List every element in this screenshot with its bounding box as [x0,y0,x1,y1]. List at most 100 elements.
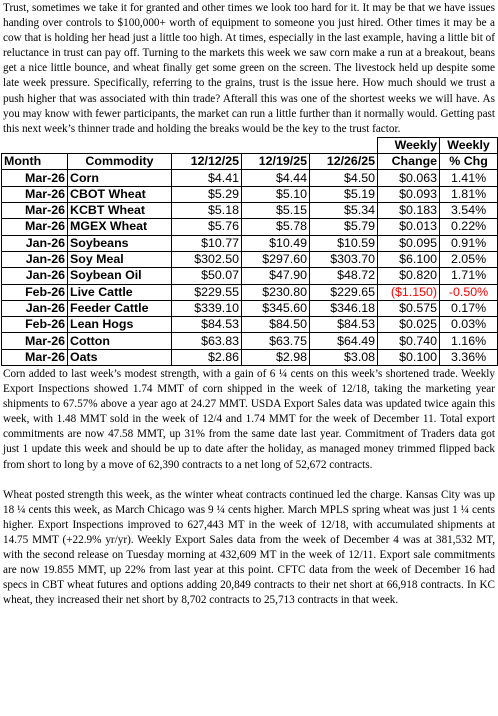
price-cell-3: $4.50 [308,169,379,187]
header-date-1: 12/12/25 [171,153,242,171]
change-cell: $0.575 [377,299,441,318]
commodity-cell: MGEX Wheat [67,218,172,236]
intro-paragraph: Trust, sometimes we take it for granted … [3,2,495,135]
price-cell-3: $229.65 [308,283,379,301]
month-cell: Jan-26 [1,267,68,285]
commodity-cell: Soy Meal [67,250,172,269]
table-header-row: Month Commodity 12/12/25 12/19/25 12/26/… [1,153,498,171]
price-cell-2: $230.80 [241,283,310,301]
header-weekly-change: Weekly [377,136,441,154]
price-cell-3: $346.18 [308,299,379,318]
change-cell: ($1.150) [377,283,441,301]
price-cell-1: $50.07 [171,267,242,285]
price-cell-2: $2.98 [241,348,310,367]
price-cell-2: $5.78 [241,218,310,236]
pct-change-cell: 1.71% [439,267,498,285]
price-cell-3: $3.08 [308,348,379,367]
commodity-cell: Oats [67,348,172,367]
price-cell-2: $63.75 [241,332,310,350]
month-cell: Mar-26 [1,169,68,187]
price-cell-3: $10.59 [308,234,379,252]
price-cell-2: $297.60 [241,250,310,269]
commodity-cell: Corn [67,169,172,187]
commodity-cell: Cotton [67,332,172,350]
month-cell: Feb-26 [1,316,68,334]
price-cell-2: $47.90 [241,267,310,285]
pct-change-cell: 3.54% [439,202,498,220]
price-cell-3: $84.53 [308,316,379,334]
change-cell: $0.740 [377,332,441,350]
month-cell: Jan-26 [1,234,68,252]
market-table: Weekly Weekly Month Commodity 12/12/25 1… [1,136,498,367]
commodity-cell: Live Cattle [67,283,172,301]
commodity-cell: Feeder Cattle [67,299,172,318]
price-cell-1: $4.41 [171,169,242,187]
wheat-paragraph: Wheat posted strength this week, as the … [3,488,495,607]
header-pct-chg: % Chg [439,153,498,171]
table-header-top-row: Weekly Weekly [2,136,498,154]
month-cell: Mar-26 [1,218,68,236]
header-date-2: 12/19/25 [241,153,310,171]
price-cell-1: $302.50 [171,250,242,269]
month-cell: Jan-26 [1,250,68,269]
month-cell: Mar-26 [1,332,68,350]
month-cell: Jan-26 [1,299,68,318]
month-cell: Feb-26 [1,283,68,301]
price-cell-2: $5.15 [241,202,310,220]
corn-paragraph: Corn added to last week’s modest strengt… [3,368,495,471]
pct-change-cell: -0.50% [439,283,498,301]
commodity-cell: KCBT Wheat [67,202,172,220]
commodity-cell: Soybean Oil [67,267,172,285]
header-commodity: Commodity [67,153,172,171]
pct-change-cell: 1.81% [439,185,498,204]
price-cell-1: $10.77 [171,234,242,252]
change-cell: $0.025 [377,316,441,334]
price-cell-1: $5.18 [171,202,242,220]
pct-change-cell: 3.36% [439,348,498,367]
price-cell-1: $339.10 [171,299,242,318]
price-cell-3: $5.19 [308,185,379,204]
commodity-cell: CBOT Wheat [67,185,172,204]
pct-change-cell: 0.22% [439,218,498,236]
pct-change-cell: 2.05% [439,250,498,269]
price-cell-2: $84.50 [241,316,310,334]
price-cell-1: $2.86 [171,348,242,367]
price-cell-2: $4.44 [241,169,310,187]
month-cell: Mar-26 [1,348,68,367]
price-cell-1: $5.29 [171,185,242,204]
pct-change-cell: 0.03% [439,316,498,334]
change-cell: $0.093 [377,185,441,204]
price-cell-3: $48.72 [308,267,379,285]
price-cell-3: $5.34 [308,202,379,220]
pct-change-cell: 0.17% [439,299,498,318]
commodity-cell: Lean Hogs [67,316,172,334]
pct-change-cell: 0.91% [439,234,498,252]
pct-change-cell: 1.16% [439,332,498,350]
price-cell-2: $345.60 [241,299,310,318]
month-cell: Mar-26 [1,185,68,204]
price-cell-3: $64.49 [308,332,379,350]
price-cell-2: $5.10 [241,185,310,204]
change-cell: $6.100 [377,250,441,269]
commodity-cell: Soybeans [67,234,172,252]
price-cell-1: $229.55 [171,283,242,301]
price-cell-1: $5.76 [171,218,242,236]
pct-change-cell: 1.41% [439,169,498,187]
header-month: Month [1,153,68,171]
change-cell: $0.100 [377,348,441,367]
price-cell-3: $303.70 [308,250,379,269]
header-change: Change [377,153,441,171]
month-cell: Mar-26 [1,202,68,220]
price-cell-3: $5.79 [308,218,379,236]
price-cell-1: $63.83 [171,332,242,350]
